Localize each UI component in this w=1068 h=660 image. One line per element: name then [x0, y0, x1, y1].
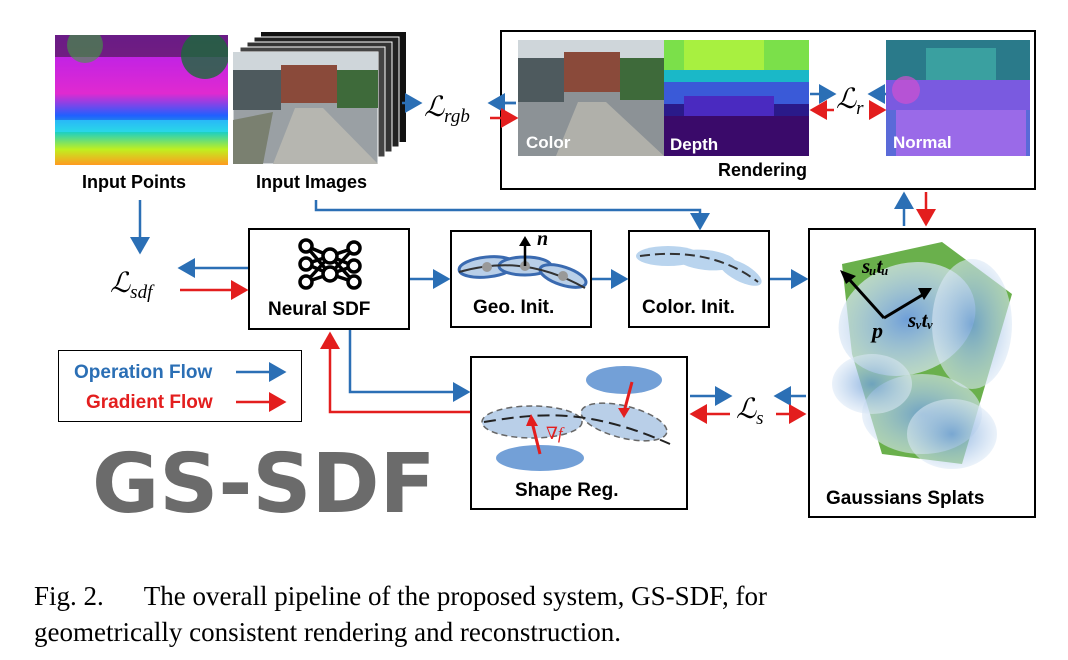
arrow-images-to-color-init [314, 200, 710, 231]
grad-f-symbol: ∇f [546, 424, 563, 443]
shape-reg-label: Shape Reg. [515, 480, 619, 501]
loss-s: ℒs [736, 392, 764, 430]
figure-caption: Fig. 2. The overall pipeline of the prop… [34, 578, 1044, 650]
caption-line-2: geometrically consistent rendering and r… [34, 617, 622, 647]
loss-s-sub: s [756, 408, 764, 429]
arrow-shape-reg-to-sdf [320, 331, 470, 414]
caption-line-1: Fig. 2. The overall pipeline of the prop… [34, 581, 768, 611]
sv-tv-symbol: sᵥtᵥ [908, 308, 933, 332]
normal-render-image [886, 40, 1030, 156]
su-tu-symbol: sᵤtᵤ [862, 254, 889, 278]
loss-r-main: ℒ [836, 84, 857, 115]
geo-init-illustration [455, 234, 590, 296]
color-init-illustration [634, 240, 766, 290]
shape-reg-illustration [474, 360, 684, 472]
depth-label: Depth [670, 135, 719, 154]
color-render-image [518, 40, 664, 156]
gaussians-splats-label: Gaussians Splats [826, 488, 985, 509]
legend-gradient-label: Gradient Flow [86, 392, 213, 413]
gaussians-splats-illustration [812, 234, 1032, 484]
loss-r-sub: r [856, 98, 864, 119]
neural-sdf-label: Neural SDF [268, 299, 371, 320]
loss-rgb: ℒrgb [424, 90, 470, 128]
legend-box [58, 350, 302, 422]
arrow-sdf-to-shape-reg [348, 330, 471, 402]
input-points-image [55, 35, 228, 165]
neural-network-icon [296, 236, 366, 292]
legend-operation-label: Operation Flow [74, 362, 213, 383]
loss-s-main: ℒ [736, 394, 757, 425]
input-images-stack [232, 30, 408, 170]
loss-rgb-main: ℒ [424, 92, 445, 123]
depth-render-image [664, 40, 809, 156]
gs-sdf-logo: GS-SDF [92, 437, 436, 532]
loss-sdf-main: ℒ [110, 268, 131, 299]
flow-arrows [130, 84, 936, 424]
input-points-label: Input Points [82, 172, 186, 192]
rendering-title: Rendering [718, 160, 808, 180]
color-label: Color [526, 133, 571, 152]
normal-label: Normal [893, 133, 952, 152]
p-symbol: p [872, 318, 883, 343]
loss-rgb-sub: rgb [444, 106, 470, 127]
loss-sdf-sub: sdf [130, 282, 153, 303]
normal-symbol: n [537, 228, 549, 250]
input-images-label: Input Images [256, 172, 368, 192]
loss-sdf: ℒsdf [110, 266, 152, 304]
color-init-label: Color. Init. [642, 297, 735, 318]
loss-r: ℒr [836, 82, 864, 120]
geo-init-label: Geo. Init. [473, 297, 555, 318]
